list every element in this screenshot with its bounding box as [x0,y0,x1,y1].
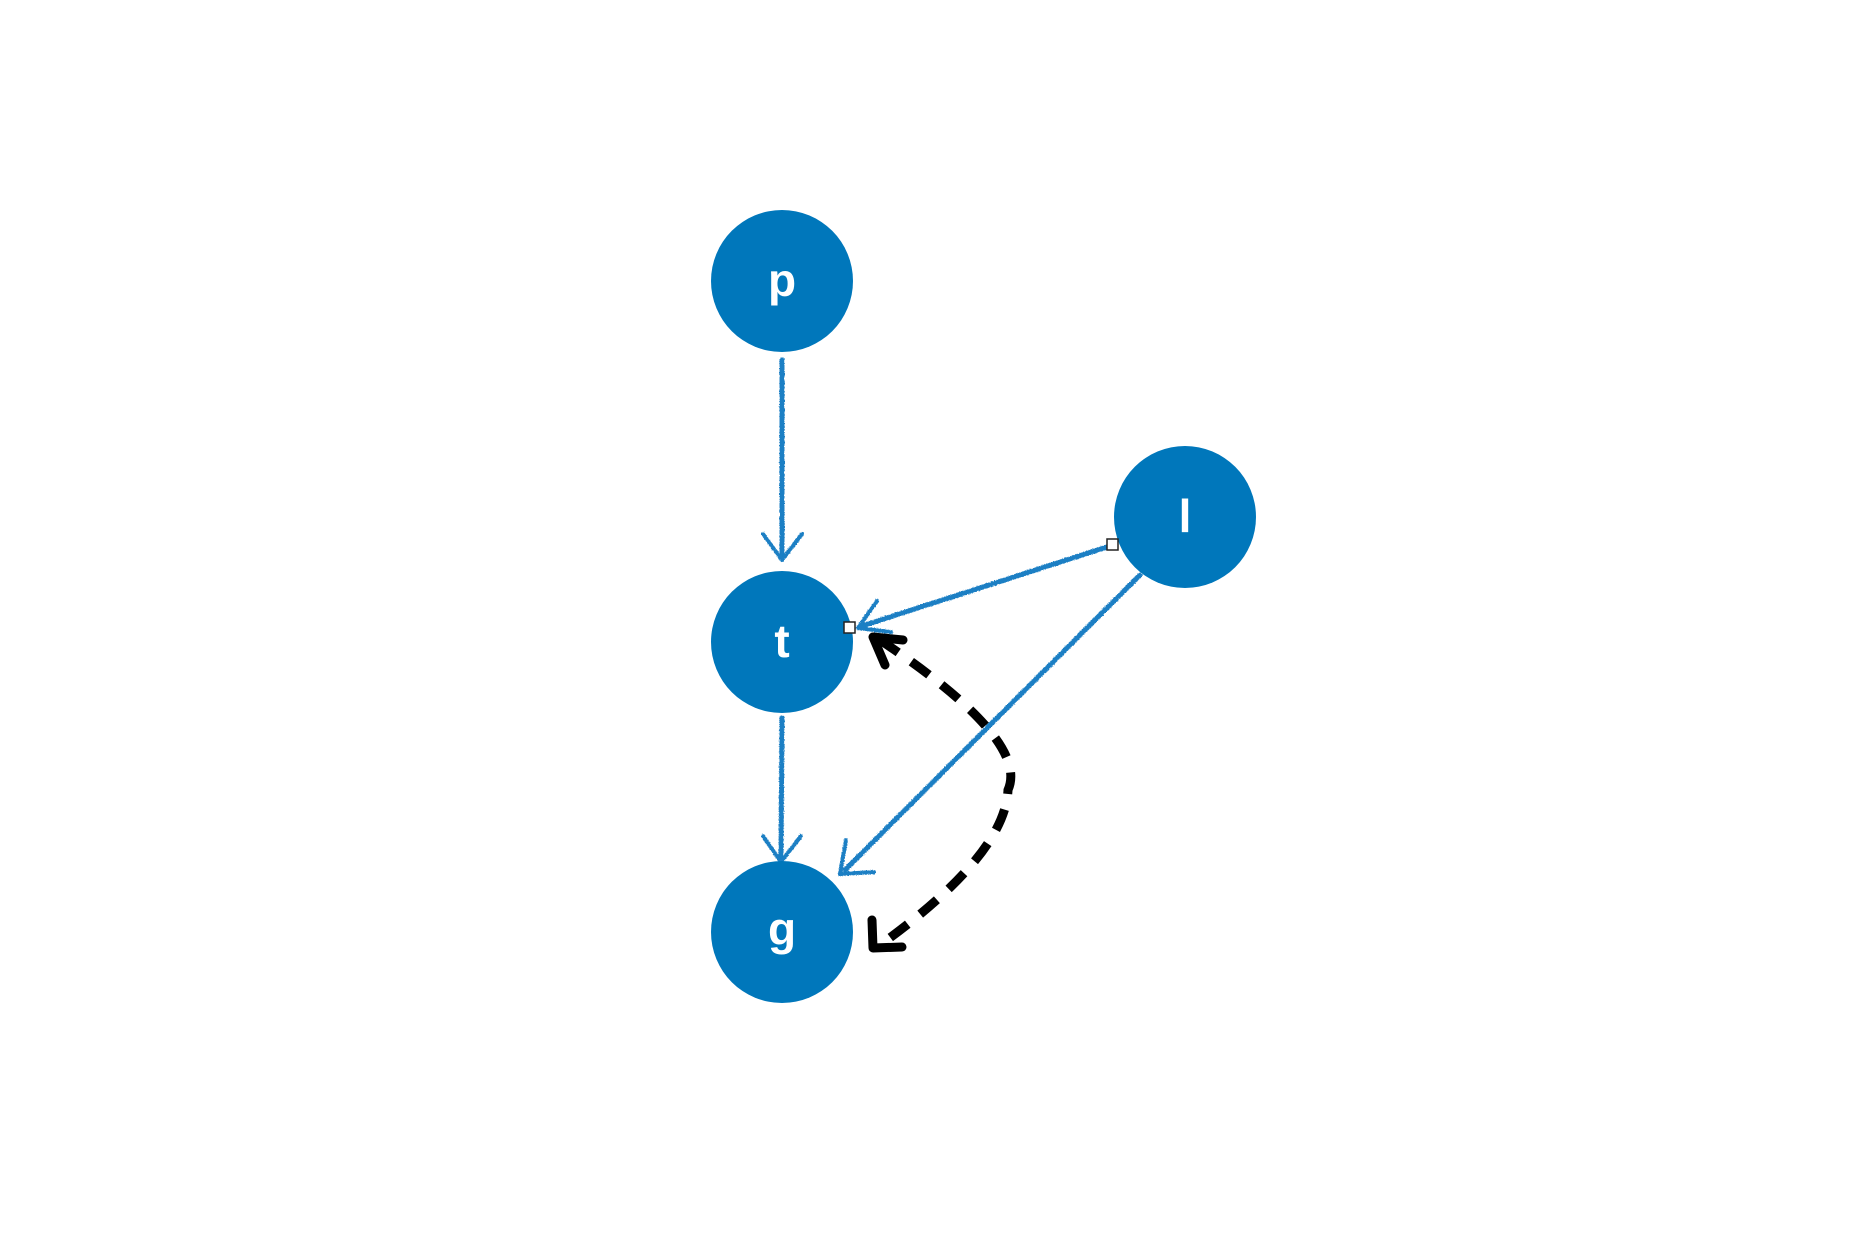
edge-t-to-g[interactable] [761,715,803,864]
edge-handle-l-to-t-start[interactable] [1106,538,1119,551]
node-l[interactable]: l [1114,446,1256,588]
node-g[interactable]: g [711,861,853,1003]
node-l-label: l [1179,490,1192,542]
edge-l-to-t[interactable] [856,542,1116,634]
edge-t-g-dashed[interactable] [867,632,1016,953]
edge-l-to-g[interactable] [838,572,1143,876]
edge-p-to-t[interactable] [761,357,804,562]
dashed-arrowhead-top [868,632,908,670]
node-t[interactable]: t [711,571,853,713]
node-p-label: p [768,254,796,306]
edge-handle-l-to-t-end[interactable] [843,621,856,634]
node-p[interactable]: p [711,210,853,352]
node-g-label: g [768,903,796,955]
node-t-label: t [774,615,789,667]
dashed-arrowhead-bottom [867,915,907,953]
